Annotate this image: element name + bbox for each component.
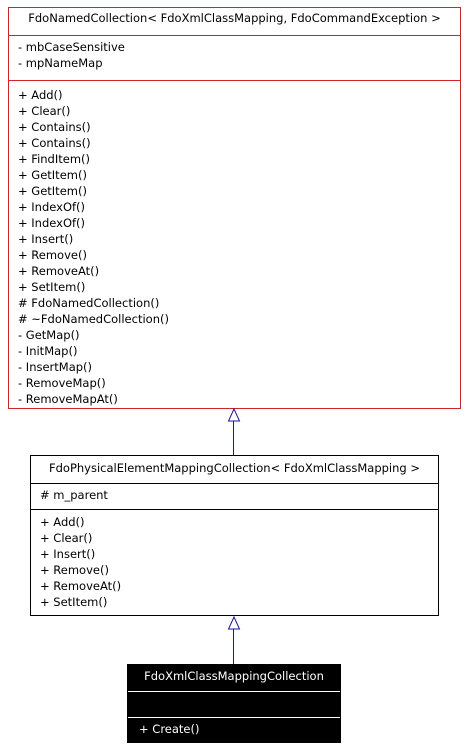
method: + RemoveAt() bbox=[40, 579, 122, 593]
method: # FdoNamedCollection() bbox=[18, 296, 160, 310]
method: + IndexOf() bbox=[18, 200, 86, 214]
attributes-section: # m_parent bbox=[31, 483, 438, 509]
class-fdonamedcollection[interactable]: FdoNamedCollection< FdoXmlClassMapping, … bbox=[8, 7, 461, 409]
methods-section: + Add() + Clear() + Contains() + Contain… bbox=[9, 80, 460, 409]
method: + Insert() bbox=[40, 547, 96, 561]
method: - InitMap() bbox=[18, 344, 78, 358]
method: + Add() bbox=[18, 88, 63, 102]
attribute: - mpNameMap bbox=[18, 56, 103, 70]
method: + GetItem() bbox=[18, 184, 87, 198]
method: - GetMap() bbox=[18, 328, 80, 342]
inheritance-arrowhead-icon bbox=[227, 615, 241, 630]
methods-section: + Add() + Clear() + Insert() + Remove() … bbox=[31, 509, 438, 616]
class-name: FdoNamedCollection< FdoXmlClassMapping, … bbox=[28, 11, 441, 25]
method: + Clear() bbox=[40, 531, 93, 545]
class-name: FdoXmlClassMappingCollection bbox=[144, 669, 324, 683]
attributes-section bbox=[128, 691, 340, 717]
method: + Remove() bbox=[40, 563, 109, 577]
method: + Contains() bbox=[18, 120, 91, 134]
method: + Add() bbox=[40, 515, 85, 529]
method: + Remove() bbox=[18, 248, 87, 262]
attributes-section: - mbCaseSensitive - mpNameMap bbox=[9, 35, 460, 85]
method: + RemoveAt() bbox=[18, 264, 100, 278]
attribute: - mbCaseSensitive bbox=[18, 40, 125, 54]
method: + Create() bbox=[139, 722, 200, 736]
class-fdophysicalelementmappingcollection[interactable]: FdoPhysicalElementMappingCollection< Fdo… bbox=[30, 455, 439, 616]
class-name: FdoPhysicalElementMappingCollection< Fdo… bbox=[49, 461, 420, 475]
method: + SetItem() bbox=[18, 280, 86, 294]
method: + IndexOf() bbox=[18, 216, 86, 230]
inheritance-line bbox=[233, 629, 234, 664]
method: + GetItem() bbox=[18, 168, 87, 182]
methods-section: + Create() bbox=[128, 717, 340, 743]
inheritance-line bbox=[233, 421, 234, 455]
inheritance-arrowhead-icon bbox=[227, 407, 241, 422]
method: # ~FdoNamedCollection() bbox=[18, 312, 169, 326]
method: + SetItem() bbox=[40, 595, 108, 609]
method: + Clear() bbox=[18, 104, 71, 118]
method: - RemoveMap() bbox=[18, 376, 106, 390]
method: - RemoveMapAt() bbox=[18, 392, 118, 406]
method: + Insert() bbox=[18, 232, 74, 246]
method: + FindItem() bbox=[18, 152, 91, 166]
attribute: # m_parent bbox=[40, 488, 108, 502]
class-fdoxmlclassmappingcollection[interactable]: FdoXmlClassMappingCollection + Create() bbox=[127, 664, 341, 743]
method: - InsertMap() bbox=[18, 360, 93, 374]
method: + Contains() bbox=[18, 136, 91, 150]
